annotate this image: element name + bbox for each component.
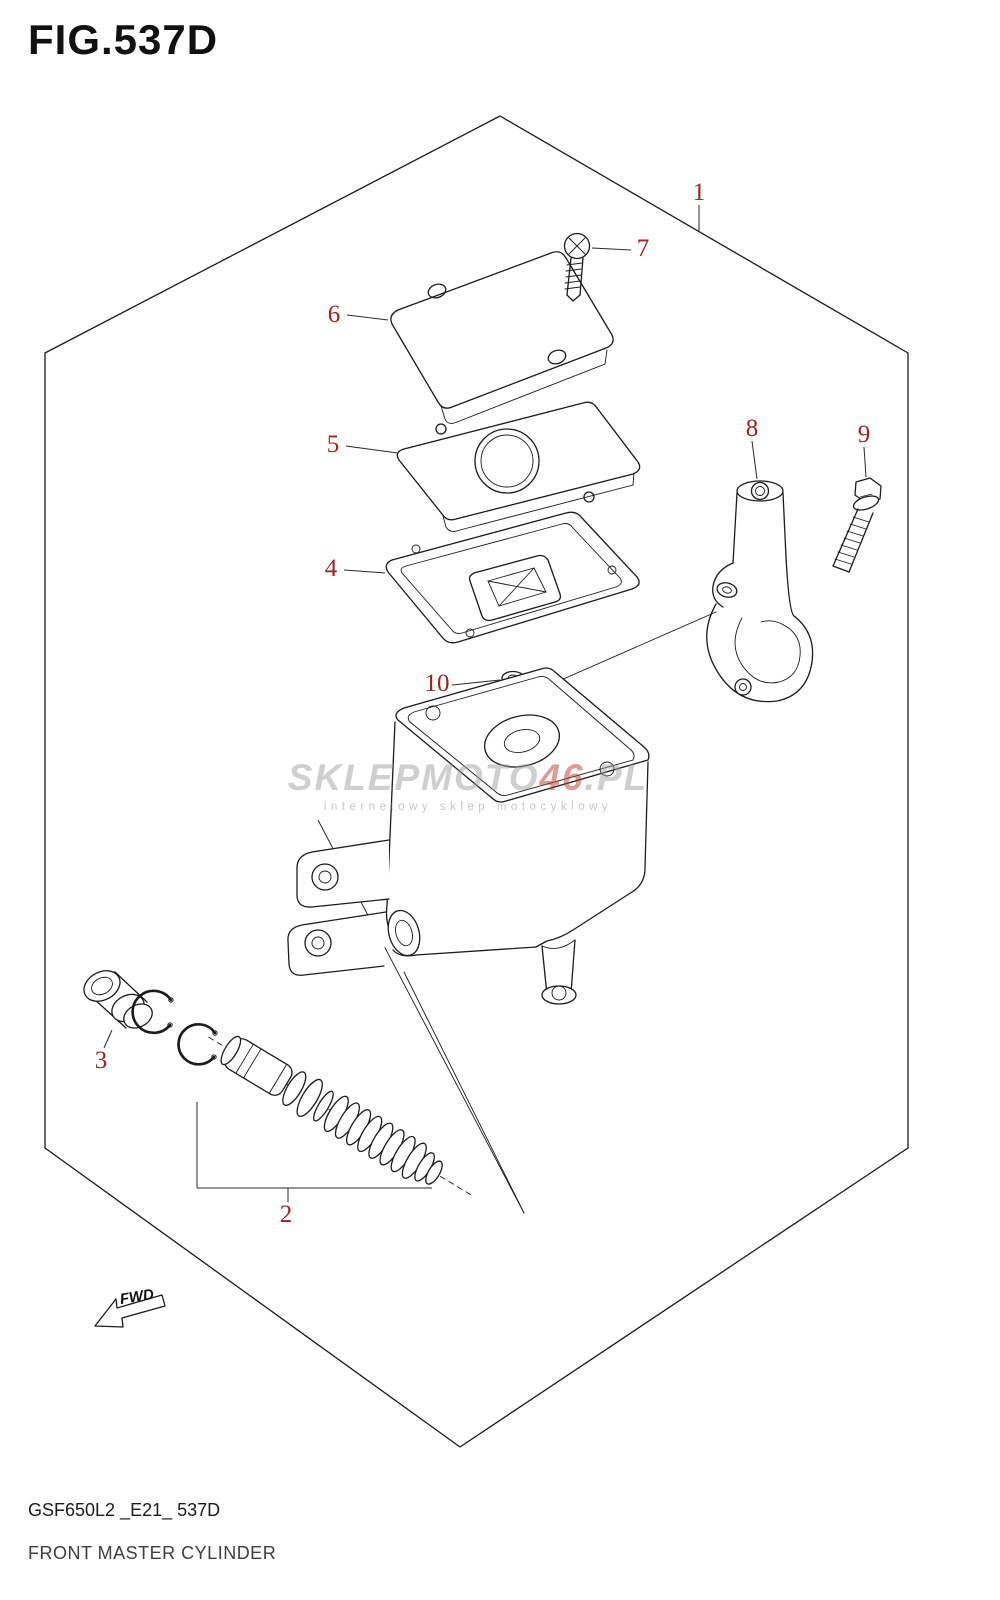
callout-leader-lines <box>103 205 867 1202</box>
callout-9: 9 <box>858 421 871 448</box>
callout-numbers: 1 7 6 5 8 9 4 10 3 2 <box>95 179 871 1228</box>
callout-6: 6 <box>328 301 341 328</box>
callout-8: 8 <box>746 415 759 442</box>
figure-caption: FRONT MASTER CYLINDER <box>28 1543 277 1563</box>
figure-code: GSF650L2 _E21_ 537D <box>28 1500 221 1520</box>
fwd-marker: FWD <box>94 1286 166 1328</box>
part-reservoir-cap <box>390 251 614 424</box>
part-cap-screw <box>563 232 591 302</box>
callout-3: 3 <box>95 1047 108 1074</box>
watermark: SKLEPMOTO46.PL internetowy sklep motocyk… <box>288 757 648 813</box>
fwd-label: FWD <box>119 1286 156 1308</box>
watermark-subtitle: internetowy sklep motocyklowy <box>324 801 612 813</box>
part-clamp-bolt <box>832 477 882 573</box>
part-boot <box>83 970 153 1029</box>
callout-5: 5 <box>327 431 340 458</box>
callout-2: 2 <box>280 1201 293 1228</box>
figure-title: FIG.537D <box>28 16 219 63</box>
part-handlebar-holder <box>706 480 814 703</box>
part-diaphragm <box>385 511 640 644</box>
callout-7: 7 <box>637 235 650 262</box>
callout-10: 10 <box>425 670 450 697</box>
part-master-cylinder-body <box>287 667 650 1005</box>
option-box-border <box>44 115 909 1448</box>
callout-4: 4 <box>325 555 338 582</box>
part-reservoir-plate <box>396 401 641 532</box>
watermark-text: SKLEPMOTO46.PL <box>288 757 648 798</box>
callout-1: 1 <box>693 179 706 206</box>
part-piston-spring-kit <box>208 1035 472 1196</box>
part-circlips <box>131 989 218 1066</box>
